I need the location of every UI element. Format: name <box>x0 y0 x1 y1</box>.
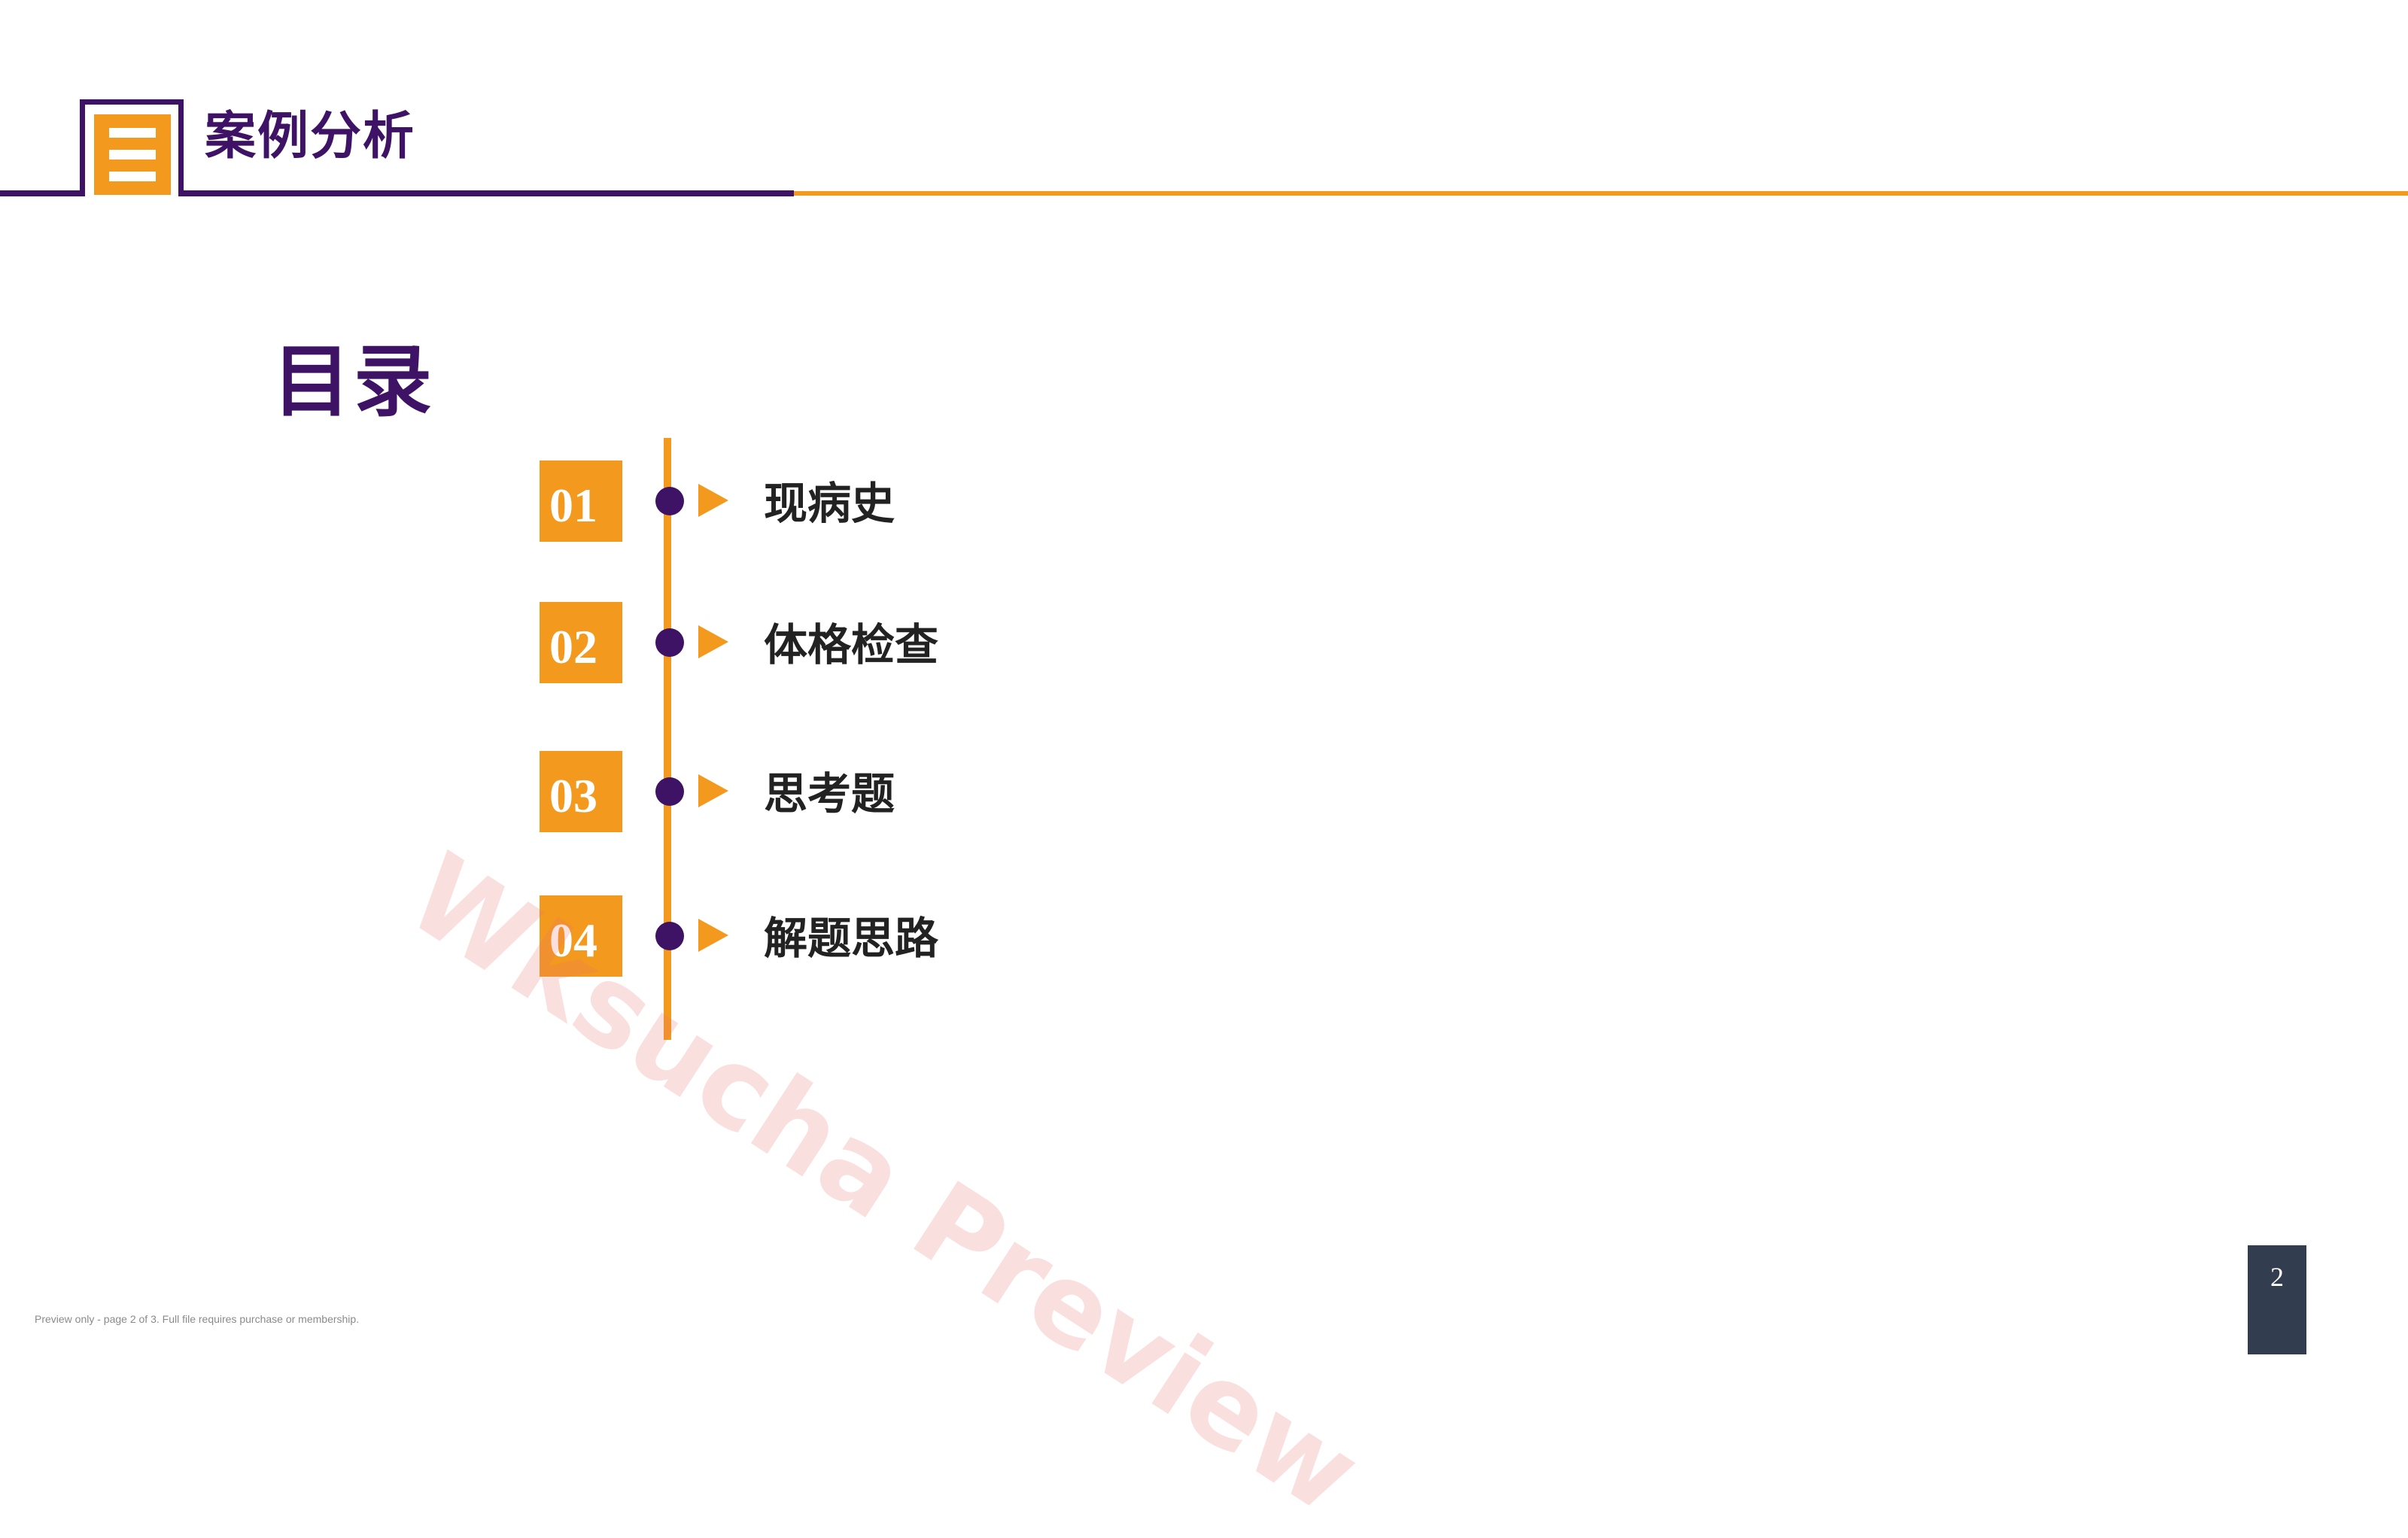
timeline-dot <box>655 628 684 657</box>
toc-number-badge: 04 <box>540 895 622 977</box>
header-rule-purple <box>0 190 794 196</box>
toc-item-2[interactable]: 02 体格检查 <box>0 602 1054 685</box>
toc-item-3[interactable]: 03 思考题 <box>0 751 1054 834</box>
toc-item-label: 思考题 <box>764 768 895 819</box>
toc-item-1[interactable]: 01 现病史 <box>0 460 1054 543</box>
menu-lines-icon <box>94 114 171 195</box>
logo-bar <box>109 172 156 181</box>
preview-note: Preview only - page 2 of 3. Full file re… <box>35 1313 360 1325</box>
header-rule-orange <box>794 191 2408 196</box>
section-title: 案例分析 <box>205 107 416 166</box>
toc-number-badge: 02 <box>540 602 622 683</box>
toc-number-badge: 01 <box>540 460 622 542</box>
triangle-arrow-icon <box>698 774 728 807</box>
toc-item-label: 解题思路 <box>764 913 939 964</box>
toc-number-badge: 03 <box>540 751 622 832</box>
logo-bar <box>109 128 156 138</box>
timeline-dot <box>655 777 684 806</box>
timeline-dot <box>655 922 684 950</box>
toc-item-label: 体格检查 <box>764 619 939 670</box>
triangle-arrow-icon <box>698 919 728 952</box>
triangle-arrow-icon <box>698 484 728 517</box>
logo-bar <box>109 150 156 160</box>
toc-title: 目录 <box>272 336 436 427</box>
toc-item-4[interactable]: 04 解题思路 <box>0 895 1054 978</box>
triangle-arrow-icon <box>698 625 728 658</box>
toc-item-label: 现病史 <box>764 478 895 529</box>
timeline-line <box>664 438 671 1040</box>
timeline-dot <box>655 487 684 515</box>
page-number-badge: 2 <box>2248 1245 2306 1354</box>
